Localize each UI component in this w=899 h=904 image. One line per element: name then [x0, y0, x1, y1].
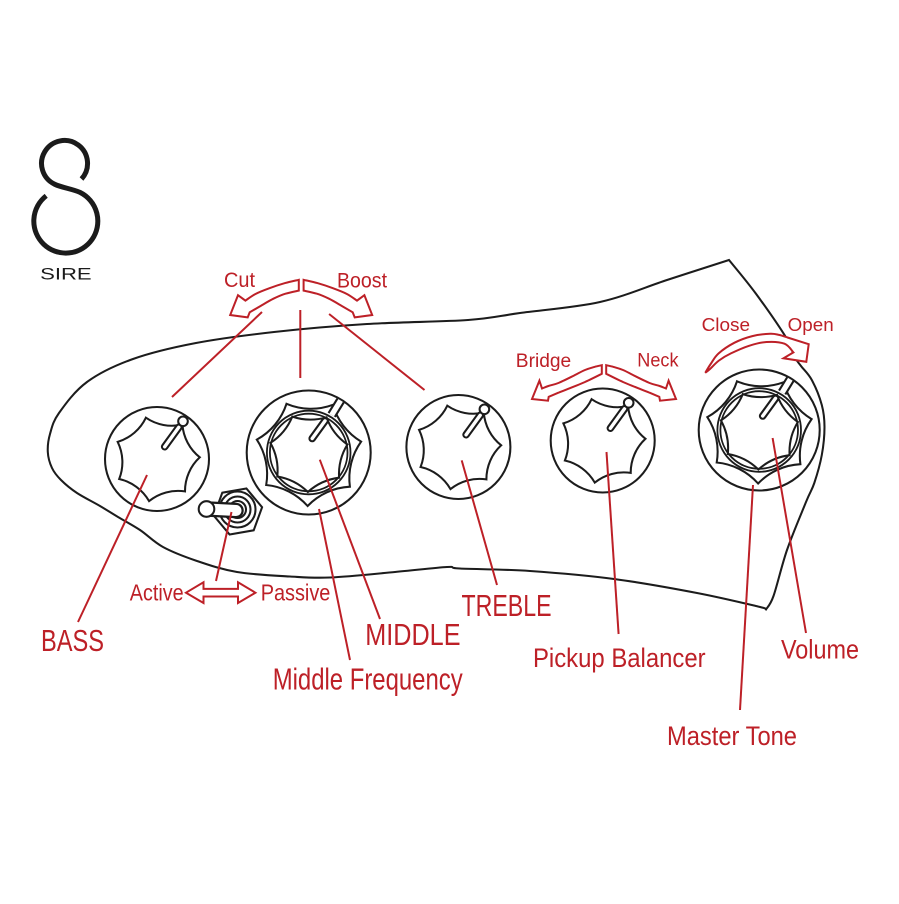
svg-text:Middle Frequency: Middle Frequency — [273, 664, 464, 697]
svg-text:Pickup Balancer: Pickup Balancer — [533, 643, 706, 673]
svg-text:Active: Active — [130, 580, 184, 606]
svg-text:Passive: Passive — [261, 580, 331, 606]
svg-text:Boost: Boost — [337, 269, 387, 293]
svg-text:Master Tone: Master Tone — [667, 721, 797, 751]
svg-text:BASS: BASS — [41, 623, 104, 658]
svg-text:Neck: Neck — [637, 350, 678, 372]
svg-text:TREBLE: TREBLE — [462, 588, 552, 623]
svg-text:Cut: Cut — [224, 268, 255, 292]
svg-text:Bridge: Bridge — [516, 350, 571, 372]
svg-text:Volume: Volume — [781, 635, 859, 665]
svg-text:SIRE: SIRE — [40, 265, 92, 284]
svg-text:Close: Close — [702, 314, 751, 335]
svg-text:MIDDLE: MIDDLE — [365, 617, 460, 652]
svg-text:Open: Open — [788, 314, 834, 335]
